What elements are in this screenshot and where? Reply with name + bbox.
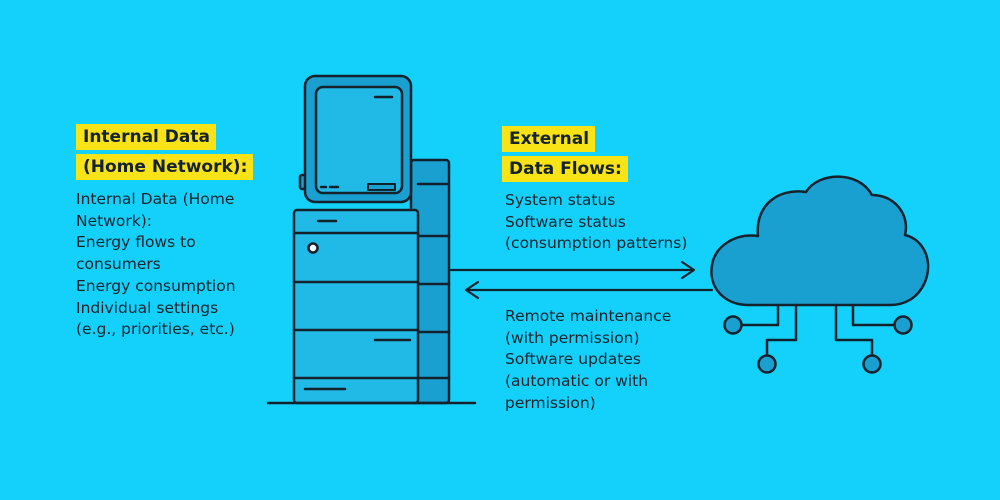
list-item: System status	[505, 191, 616, 209]
list-item: Energy flows to	[76, 233, 196, 252]
list-item: Internal Data (Home	[76, 190, 235, 208]
outgoing-arrow	[449, 260, 696, 280]
internal-heading-line-2: (Home Network):	[76, 154, 254, 180]
cloud-network-icon	[710, 175, 930, 374]
list-item: (consumption patterns)	[505, 234, 688, 253]
internal-data-heading: Internal Data (Home Network):	[76, 124, 254, 184]
internal-data-list: Internal Data (Home Network): Energy flo…	[76, 189, 236, 341]
list-item: Software updates	[505, 350, 641, 369]
list-item: Individual settings	[76, 298, 219, 317]
external-heading-line-1: External	[502, 126, 596, 152]
list-item: Software status	[505, 212, 626, 231]
external-heading-line-2: Data Flows:	[502, 156, 628, 182]
list-item: (with permission)	[505, 328, 640, 347]
home-energy-server-icon	[266, 74, 477, 405]
list-item: consumers	[76, 255, 161, 274]
list-item: permission)	[505, 393, 596, 412]
list-item: Remote maintenance	[505, 307, 672, 325]
list-item: (automatic or with	[505, 372, 649, 391]
list-item: Network):	[76, 211, 152, 230]
data-flow-arrows	[449, 260, 714, 300]
list-item: Energy consumption	[76, 276, 236, 295]
incoming-flows-list: Remote maintenance (with permission) Sof…	[505, 306, 671, 415]
outgoing-flows-list: System status Software status (consumpti…	[505, 190, 687, 255]
incoming-arrow	[464, 280, 714, 300]
list-item: (e.g., priorities, etc.)	[76, 320, 235, 339]
internal-heading-line-1: Internal Data	[76, 124, 216, 150]
external-data-flows-heading: External Data Flows:	[502, 126, 628, 186]
